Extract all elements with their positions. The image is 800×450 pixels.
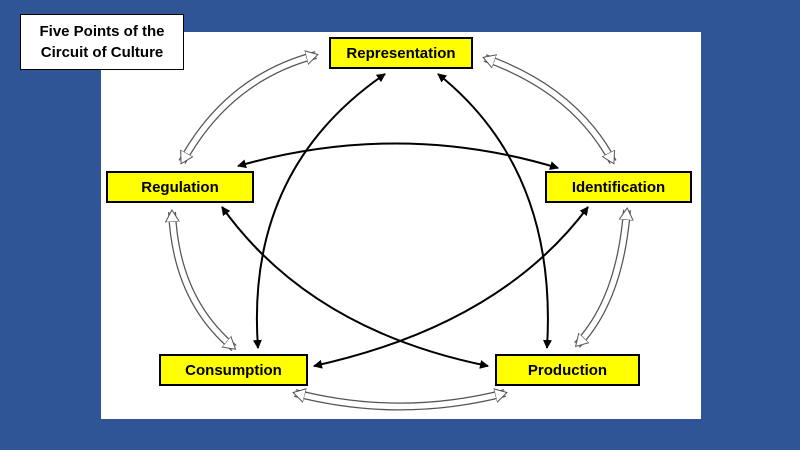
node-representation: Representation: [329, 37, 473, 69]
node-identification: Identification: [545, 171, 692, 203]
title-line-1: Five Points of the: [39, 23, 165, 40]
node-production: Production: [495, 354, 640, 386]
hollow-arrow-representation-identification: [485, 58, 617, 162]
inner-arrows: [221, 73, 589, 369]
hollow-arrow-regulation-consumption: [172, 212, 237, 352]
arrow-representation-production: [437, 73, 552, 349]
hollow-arrow-identification-production: [574, 210, 627, 348]
hollow-arrow-regulation-representation: [178, 55, 316, 162]
arrow-regulation-identification: [237, 142, 559, 170]
arrow-regulation-production: [221, 206, 489, 369]
title-line-2: Circuit of Culture: [40, 44, 164, 61]
diagram-title: Five Points of the Circuit of Culture: [20, 14, 184, 70]
node-consumption: Consumption: [159, 354, 308, 386]
hollow-arrow-consumption-production: [295, 393, 505, 411]
arrow-representation-consumption: [252, 73, 386, 349]
outer-ring-arrows: [172, 55, 627, 411]
arrow-identification-consumption: [313, 206, 589, 369]
node-regulation: Regulation: [106, 171, 254, 203]
